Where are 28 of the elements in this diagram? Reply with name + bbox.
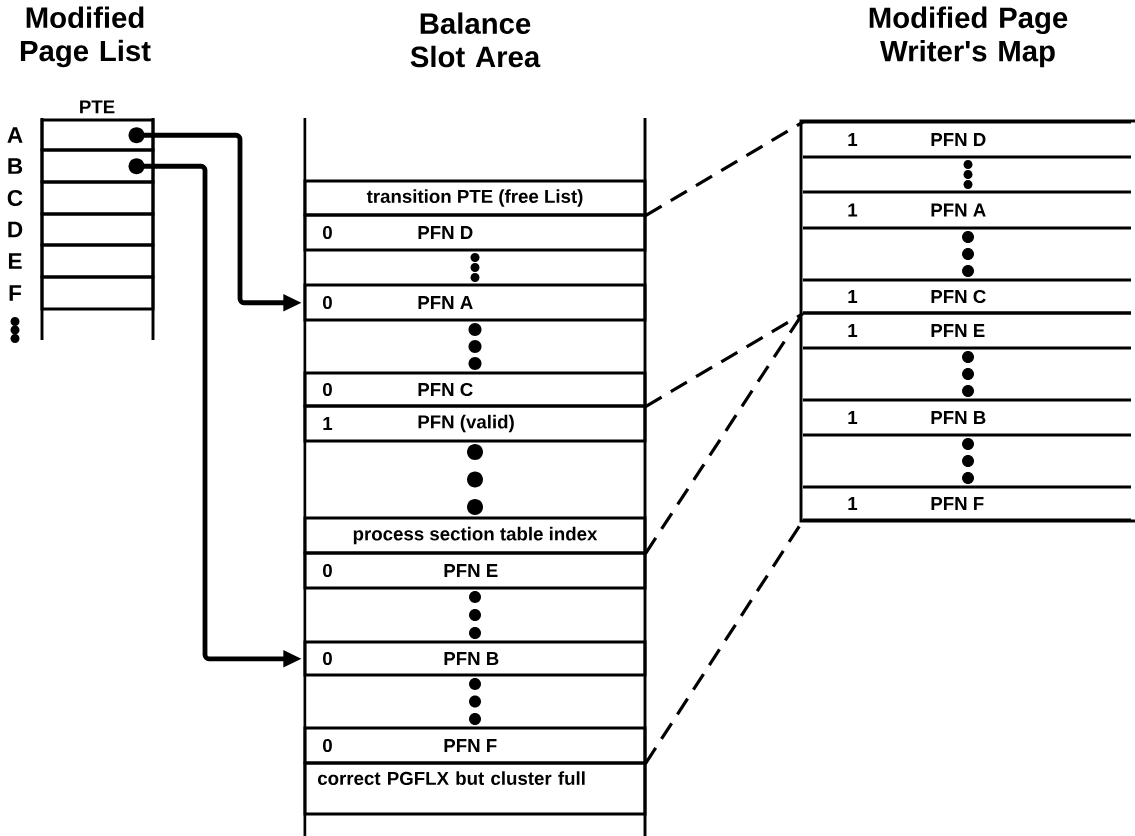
row-letter: A <box>7 127 23 143</box>
table-row: process section table index <box>303 516 647 555</box>
table-row: 1 PFN E <box>803 324 1131 350</box>
projection-line <box>644 120 804 217</box>
row-letter: D <box>8 221 23 238</box>
table-row: 0 PFN B <box>303 640 647 677</box>
row-letter: B <box>8 158 23 174</box>
row-letter: C <box>7 190 23 207</box>
table-row: 0 PFN D <box>303 213 647 252</box>
table-row: 0 PFN F <box>303 726 647 765</box>
table-row: 0 PFN A <box>303 283 647 322</box>
heading: Modified Page Writer's Map <box>869 6 1068 68</box>
table-row: 1 PFN F <box>803 485 1131 522</box>
heading: Modified Page List <box>20 6 151 68</box>
table-row: 1 PFN A <box>803 190 1131 230</box>
heading: Balance Slot Area <box>410 12 541 68</box>
column-heading: PTE <box>80 100 115 114</box>
table-row: 0 PFN E <box>303 551 647 590</box>
row-letter: E <box>8 253 22 269</box>
row-letter: F <box>9 285 22 301</box>
table-row: 1 PFN C <box>803 278 1131 315</box>
table-row: transition PTE (free List) <box>303 179 647 217</box>
table-row: 1 PFN D <box>803 120 1131 159</box>
table-row: 0 PFN C <box>303 371 647 408</box>
table-row: 1 PFN (valid) <box>303 404 647 443</box>
table-row: 1 PFN B <box>803 398 1131 437</box>
table-row: correct PGFLX but cluster full <box>303 761 647 816</box>
projection-line <box>644 312 804 408</box>
